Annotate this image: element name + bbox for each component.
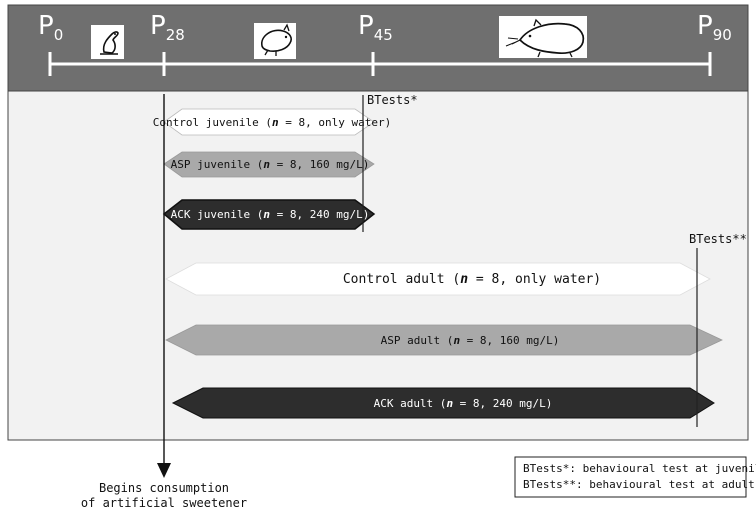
bar-asp-adult	[165, 324, 723, 356]
label-ack-juvenile: ACK juvenile (n = 8, 240 mg/L)	[171, 208, 370, 221]
begins-line-1: Begins consumption	[99, 481, 229, 495]
legend-juvenile: BTests*: behavioural test at juvenile st…	[523, 462, 756, 475]
label-asp-adult: ASP adult (n = 8, 160 mg/L)	[381, 334, 560, 347]
marker-p45: P45	[358, 11, 393, 44]
legend-box	[514, 456, 747, 498]
juvenile-rat-icon	[91, 25, 124, 59]
label-control-juvenile: Control juvenile (n = 8, only water)	[153, 116, 391, 129]
start-arrow-icon	[157, 463, 171, 478]
legend-adult: BTests**: behavioural test at adult stag…	[523, 478, 756, 491]
bar-ack-juvenile	[162, 199, 376, 230]
marker-p28: P28	[150, 11, 185, 44]
btests-juvenile-label: BTests*	[367, 93, 418, 107]
label-asp-juvenile: ASP juvenile (n = 8, 160 mg/L)	[171, 158, 370, 171]
timeline-header	[7, 4, 749, 92]
btests-adult-label: BTests**	[689, 232, 747, 246]
marker-p90: P90	[697, 11, 732, 44]
young-rat-icon	[254, 23, 296, 59]
adult-rat-icon	[499, 16, 587, 58]
marker-p0: P0	[38, 11, 63, 44]
label-ack-adult: ACK adult (n = 8, 240 mg/L)	[374, 397, 553, 410]
label-control-adult: Control adult (n = 8, only water)	[343, 272, 601, 287]
begins-line-2: of artificial sweetener	[81, 496, 247, 510]
bar-asp-juvenile	[163, 151, 375, 178]
bar-ack-adult	[171, 387, 715, 419]
bar-control-adult	[165, 262, 711, 296]
bar-control-juvenile	[163, 108, 375, 136]
